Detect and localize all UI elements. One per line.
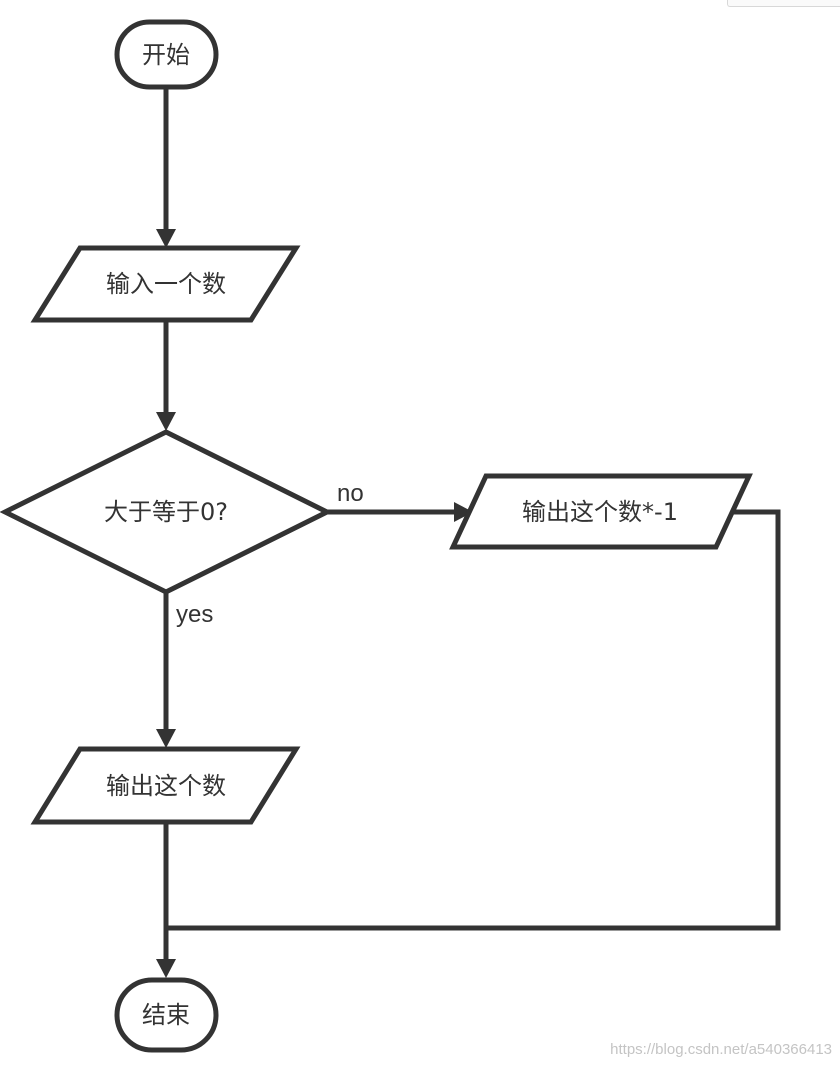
- edge-input-to-decision: [156, 322, 176, 431]
- top-corner-tab: [727, 0, 840, 7]
- start-node-label: 开始: [142, 41, 190, 69]
- input-node: 输入一个数: [30, 245, 301, 323]
- output-node-label: 输出这个数: [106, 772, 226, 800]
- edge-label-yes: yes: [176, 601, 213, 628]
- decision-node: 大于等于0?: [0, 429, 333, 595]
- watermark-url: https://blog.csdn.net/a540366413: [610, 1041, 832, 1058]
- edge-label-no: no: [337, 480, 364, 507]
- output-negated-node-label: 输出这个数*-1: [522, 498, 678, 526]
- input-node-label: 输入一个数: [106, 270, 226, 298]
- edge-decision-no: [327, 502, 473, 522]
- start-node: 开始: [114, 19, 219, 90]
- output-negated-node: 输出这个数*-1: [449, 473, 753, 550]
- edge-output-to-end: [156, 823, 176, 978]
- edge-start-to-input: [156, 87, 176, 248]
- output-node: 输出这个数: [30, 746, 301, 825]
- end-node-label: 结束: [142, 1001, 190, 1029]
- edge-negated-to-merge: [166, 509, 781, 931]
- end-node: 结束: [114, 977, 219, 1053]
- edge-decision-yes: [156, 592, 176, 748]
- decision-node-label: 大于等于0?: [104, 498, 228, 526]
